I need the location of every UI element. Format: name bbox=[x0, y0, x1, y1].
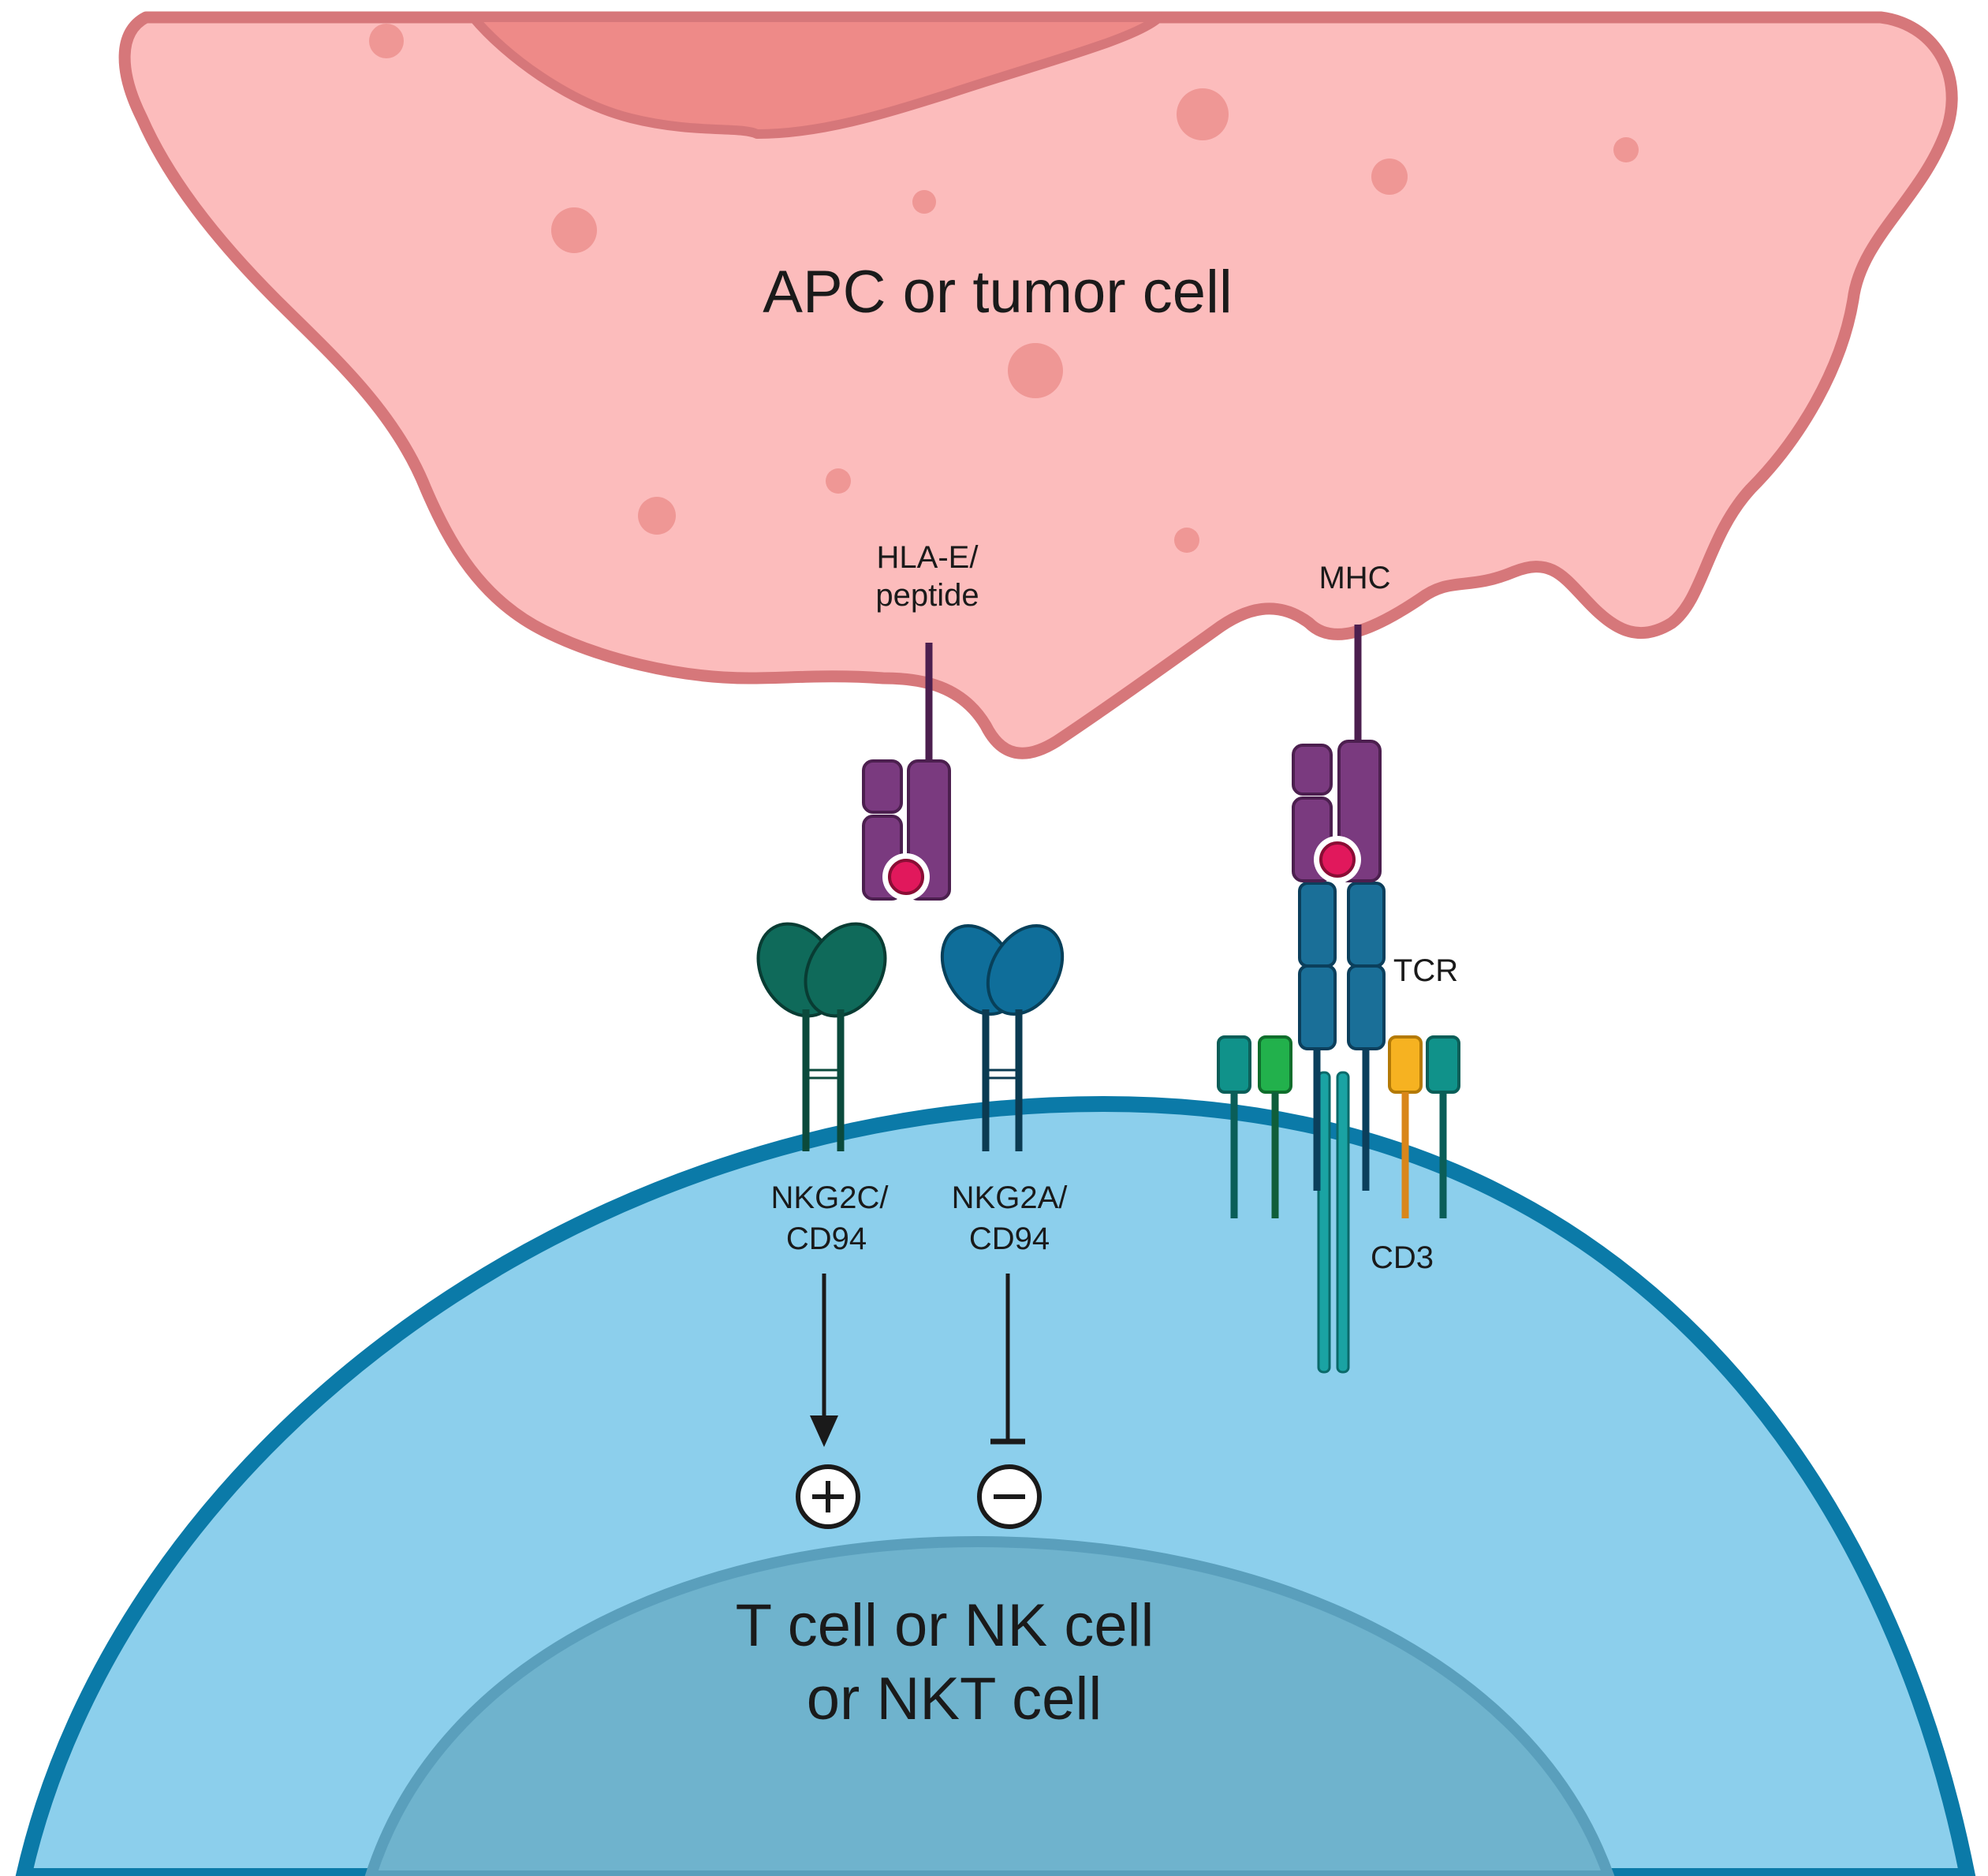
cd3-zeta-chain bbox=[1317, 1071, 1331, 1374]
apc-granules bbox=[369, 24, 1639, 553]
granule bbox=[1613, 137, 1639, 162]
mhc-label: MHC bbox=[1318, 561, 1390, 595]
mhc-tcr-complex: CD3 TCR MHC bbox=[1217, 561, 1460, 1374]
tcr-beta-domain bbox=[1347, 882, 1386, 968]
cd3-chain bbox=[1388, 1035, 1423, 1094]
nkg2a-cd94-receptor: NKG2A/ CD94 bbox=[940, 923, 1069, 1529]
tcr-alpha-domain bbox=[1298, 964, 1337, 1050]
granule bbox=[638, 497, 676, 535]
hla-e-domain bbox=[862, 759, 903, 814]
hla-e-label-line1: HLA-E/ bbox=[877, 540, 979, 575]
nkg2c-cd94-receptor: NKG2C/ CD94 bbox=[756, 922, 890, 1529]
receptor-lobe bbox=[804, 922, 887, 1018]
hla-e-complex: HLA-E/ peptide bbox=[862, 540, 979, 901]
activation-arrowhead bbox=[810, 1415, 838, 1447]
nkg2a-label-line2: CD94 bbox=[969, 1221, 1050, 1256]
granule bbox=[1177, 88, 1229, 140]
nkg2c-label-line1: NKG2C/ bbox=[771, 1180, 890, 1215]
effector-cell-label-line1: T cell or NK cell bbox=[736, 1592, 1154, 1659]
tcr-alpha-domain bbox=[1298, 882, 1337, 968]
granule bbox=[1174, 528, 1199, 553]
cd3-label: CD3 bbox=[1371, 1240, 1434, 1275]
cd3-chain bbox=[1217, 1035, 1251, 1094]
tcr-label: TCR bbox=[1393, 953, 1458, 988]
nkg2c-label-line2: CD94 bbox=[786, 1221, 867, 1256]
effector-nucleus bbox=[364, 1535, 1615, 1876]
hla-e-label-line2: peptide bbox=[875, 578, 979, 613]
nkg2a-label-line1: NKG2A/ bbox=[952, 1180, 1069, 1215]
apc-cell-label: APC or tumor cell bbox=[763, 259, 1233, 326]
apc-nucleus bbox=[468, 13, 1164, 139]
granule bbox=[1008, 343, 1063, 398]
mhc-domain bbox=[1292, 744, 1333, 796]
granule bbox=[369, 24, 404, 58]
cd3-complex: CD3 bbox=[1217, 1035, 1460, 1374]
peptide bbox=[888, 859, 924, 895]
effector-cell-label-line2: or NKT cell bbox=[807, 1665, 1102, 1732]
cd3-chain bbox=[1426, 1035, 1460, 1094]
apc-cell: APC or tumor cell bbox=[118, 11, 1958, 759]
granule bbox=[1371, 159, 1408, 195]
tcr-beta-domain bbox=[1347, 964, 1386, 1050]
peptide bbox=[1319, 841, 1356, 878]
granule bbox=[826, 468, 851, 494]
mhc: MHC bbox=[1292, 561, 1391, 883]
receptor-lobe bbox=[986, 923, 1065, 1016]
cd3-zeta-chain bbox=[1336, 1071, 1350, 1374]
cd3-chain bbox=[1258, 1035, 1292, 1094]
granule bbox=[551, 207, 597, 253]
tcr: TCR bbox=[1298, 882, 1458, 1191]
granule bbox=[912, 190, 936, 214]
